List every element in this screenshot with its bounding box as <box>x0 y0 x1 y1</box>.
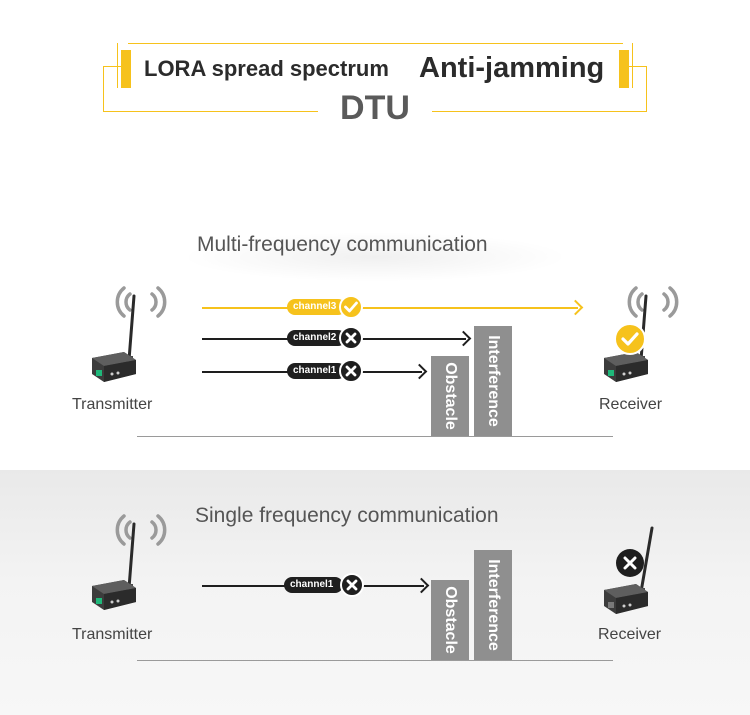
single-transmitter-label: Transmitter <box>72 626 153 643</box>
interference-label: Interference <box>485 559 502 651</box>
heading-glow <box>180 232 570 282</box>
antenna-device-icon <box>604 526 654 614</box>
signal-waves-icon <box>115 286 167 318</box>
channel2-cross-icon <box>339 326 363 350</box>
channel1-pill: channel1 <box>287 363 347 379</box>
frame-line-left-vertical <box>103 66 104 112</box>
single-interference-wall: Interference <box>474 550 512 660</box>
channel3-pill: channel3 <box>287 299 347 315</box>
channel3-arrow-head <box>567 299 584 316</box>
channel2-pill: channel2 <box>287 330 347 346</box>
single-channel1-pill: channel1 <box>284 577 344 593</box>
frame-line-left-bracket <box>117 43 118 88</box>
frame-line-top <box>128 43 623 44</box>
single-receiver-label: Receiver <box>598 626 662 643</box>
interference-label: Interference <box>485 335 502 427</box>
obstacle-label: Obstacle <box>442 362 459 430</box>
channel1-arrow-head <box>411 363 428 380</box>
accent-bar-right <box>619 50 629 88</box>
multi-transmitter-label: Transmitter <box>72 396 153 413</box>
single-heading: Single frequency communication <box>195 504 499 527</box>
channel3-arrow-line <box>202 307 578 309</box>
channel1-cross-icon <box>339 359 363 383</box>
antenna-device-icon <box>92 522 136 610</box>
signal-waves-icon <box>627 286 679 318</box>
multi-ground-line <box>137 436 613 437</box>
multi-interference-wall: Interference <box>474 326 512 436</box>
antenna-device-icon <box>92 294 136 382</box>
obstacle-label: Obstacle <box>442 586 459 654</box>
single-obstacle-wall: Obstacle <box>431 580 469 660</box>
signal-waves-icon <box>115 514 167 546</box>
frame-line-right-bracket <box>632 43 633 88</box>
receiver-status-check-icon <box>614 323 646 355</box>
multi-receiver-label: Receiver <box>599 396 663 413</box>
frame-line-bottom-left <box>103 111 318 112</box>
frame-line-bottom-right <box>432 111 647 112</box>
channel3-check-icon <box>339 295 363 319</box>
channel2-arrow-head <box>455 330 472 347</box>
frame-line-right-top <box>629 66 647 67</box>
receiver-status-cross-icon <box>616 549 644 577</box>
antenna-device-icon <box>604 294 648 382</box>
title-sub: DTU <box>322 88 428 128</box>
multi-obstacle-wall: Obstacle <box>431 356 469 436</box>
single-ground-line <box>137 660 613 661</box>
frame-line-left-top <box>103 66 121 67</box>
single-channel1-cross-icon <box>340 573 364 597</box>
accent-bar-left <box>121 50 131 88</box>
frame-line-right-vertical <box>646 66 647 112</box>
title-left: LORA spread spectrum <box>144 56 389 81</box>
multi-heading: Multi-frequency communication <box>197 233 488 256</box>
title-right: Anti-jamming <box>419 52 605 84</box>
